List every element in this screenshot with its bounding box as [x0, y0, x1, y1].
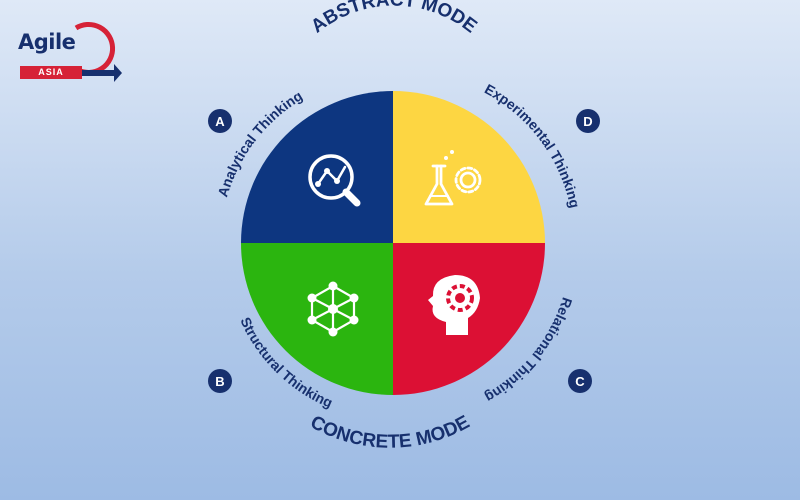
- quadrant-relational: [393, 243, 545, 395]
- svg-text:ABSTRACT MODE: ABSTRACT MODE: [307, 0, 480, 37]
- logo-swoosh-icon: [74, 21, 122, 82]
- badge-b-letter: B: [215, 374, 224, 389]
- concrete-mode-title: CONCRETE MODE: [307, 412, 473, 453]
- badge-a: A: [208, 109, 232, 133]
- quadrant-structural: [241, 243, 393, 395]
- head-gears-icon: [428, 275, 480, 335]
- svg-text:CONCRETE MODE: CONCRETE MODE: [307, 412, 473, 453]
- badge-d-letter: D: [583, 114, 592, 129]
- logo-subtitle: ASIA: [20, 66, 82, 79]
- badge-d: D: [576, 109, 600, 133]
- badge-c: C: [568, 369, 592, 393]
- abstract-mode-title: ABSTRACT MODE: [307, 0, 480, 37]
- agile-asia-logo: Agile ASIA: [14, 18, 124, 84]
- badge-a-letter: A: [215, 114, 225, 129]
- network-hexagon-icon: [307, 281, 359, 337]
- logo-wordmark: Agile: [18, 30, 76, 54]
- badge-c-letter: C: [575, 374, 585, 389]
- flask-gear-icon: [424, 150, 482, 206]
- badge-b: B: [208, 369, 232, 393]
- magnifier-analytics-icon: [308, 154, 361, 207]
